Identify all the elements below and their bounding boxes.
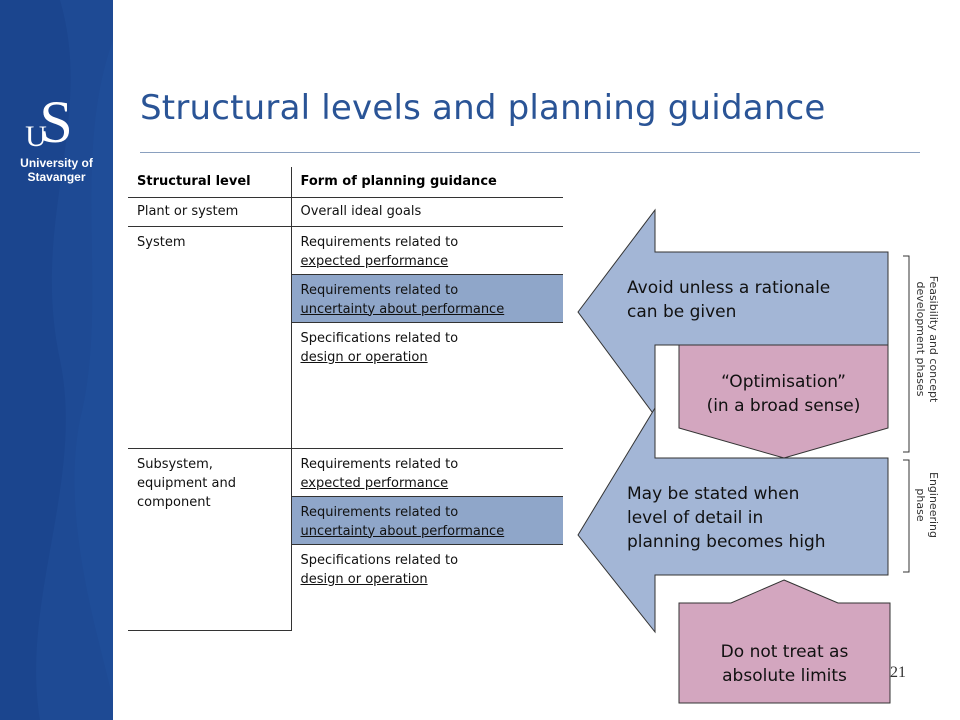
title-divider (140, 152, 920, 153)
page-title: Structural levels and planning guidance (140, 88, 826, 128)
cell-level: System (128, 225, 292, 449)
university-logo: S U (25, 89, 73, 155)
page-number: 21 (890, 664, 906, 681)
cell-level: Plant or system (128, 196, 292, 227)
optimisation-box (678, 344, 889, 459)
logo-letter-u: U (25, 120, 47, 153)
upper-arrow (577, 208, 889, 418)
limits-box (678, 579, 891, 704)
logo-text-line1: University of (20, 156, 93, 170)
logo-text-line2: Stavanger (27, 170, 86, 184)
lower-arrow (577, 406, 889, 634)
phase-bracket-lower (903, 459, 910, 573)
sidebar-background (0, 0, 113, 720)
optimisation-text: “Optimisation”(in a broad sense) (706, 372, 861, 416)
planning-guidance-table: Structural level Form of planning guidan… (128, 167, 563, 631)
logo-letter-s: S (39, 89, 72, 155)
phase-bracket-upper (903, 255, 910, 453)
header-form-of-guidance: Form of planning guidance (291, 167, 563, 198)
sidebar: S U University of Stavanger (0, 0, 113, 720)
